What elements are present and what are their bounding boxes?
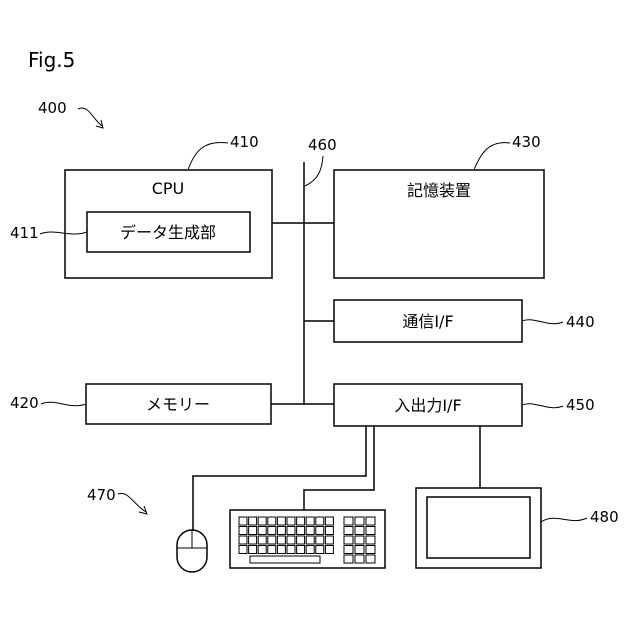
ref-io-if: 450 [566,396,595,414]
keyboard-key [287,527,295,535]
keyboard-key [316,527,324,535]
keyboard-key [258,546,266,554]
keyboard-key [355,527,364,535]
keyboard-key [268,546,276,554]
ref-storage: 430 [512,133,541,151]
keyboard-key [325,546,333,554]
keyboard-key [258,527,266,535]
keyboard-key [258,517,266,525]
keyboard-key [355,536,364,544]
keyboard-key [306,536,314,544]
keyboard-key [355,546,364,554]
keyboard-key [366,536,375,544]
memory-label: メモリー [146,395,210,414]
keyboard-key [306,517,314,525]
keyboard-key [277,527,285,535]
ref-memory-leader [41,402,86,405]
mouse-cable [193,426,366,530]
ref-storage-leader [474,143,510,170]
keyboard-key [306,546,314,554]
keyboard-key [366,546,375,554]
keyboard-key [325,517,333,525]
keyboard-icon [230,510,385,568]
keyboard-key [316,546,324,554]
keyboard-key [268,517,276,525]
ref-input-devices-arrow [118,493,146,512]
keyboard-key [239,517,247,525]
ref-display: 480 [590,508,619,526]
ref-system: 400 [38,99,67,117]
ref-data-gen-leader [40,232,87,234]
ref-memory: 420 [10,394,39,412]
keyboard-key [325,536,333,544]
ref-data-gen: 411 [10,224,39,242]
keyboard-cable [304,426,374,510]
keyboard-key [344,527,353,535]
keyboard-key [297,517,305,525]
keyboard-key [366,555,375,563]
keyboard-key [277,546,285,554]
keyboard-key [258,536,266,544]
ref-io-if-leader [522,404,563,408]
keyboard-key [239,527,247,535]
display-icon [416,488,541,568]
keyboard-key [249,536,257,544]
io-if-label: 入出力I/F [394,396,461,415]
ref-display-leader [541,518,587,522]
keyboard-key [287,517,295,525]
ref-bus-leader [305,156,323,186]
keyboard-key [277,517,285,525]
keyboard-key [268,536,276,544]
keyboard-key [344,546,353,554]
keyboard-key [239,546,247,554]
keyboard-key [249,517,257,525]
keyboard-key [344,536,353,544]
keyboard-key [239,536,247,544]
keyboard-key [297,536,305,544]
keyboard-key [306,527,314,535]
ref-input-devices: 470 [87,486,116,504]
keyboard-key [287,546,295,554]
keyboard-key [355,555,364,563]
ref-comm-if: 440 [566,313,595,331]
keyboard-key [287,536,295,544]
keyboard-key [316,517,324,525]
data-gen-label: データ生成部 [120,223,216,242]
storage-label: 記憶装置 [407,181,471,200]
ref-system-arrow [78,108,102,126]
ref-comm-if-leader [522,320,563,324]
keyboard-key [325,527,333,535]
comm-if-label: 通信I/F [402,312,453,331]
figure-label: Fig.5 [28,48,75,72]
keyboard-key [297,546,305,554]
keyboard-key [344,555,353,563]
keyboard-key [297,527,305,535]
keyboard-key [366,517,375,525]
keyboard-key [316,536,324,544]
keyboard-key [250,556,320,563]
keyboard-key [268,527,276,535]
cpu-label: CPU [152,179,185,198]
ref-bus: 460 [308,136,337,154]
ref-cpu: 410 [230,133,259,151]
keyboard-key [344,517,353,525]
keyboard-key [355,517,364,525]
keyboard-key [249,546,257,554]
keyboard-key [366,527,375,535]
keyboard-key [277,536,285,544]
keyboard-key [249,527,257,535]
mouse-icon [177,530,207,572]
ref-cpu-leader [188,142,228,170]
